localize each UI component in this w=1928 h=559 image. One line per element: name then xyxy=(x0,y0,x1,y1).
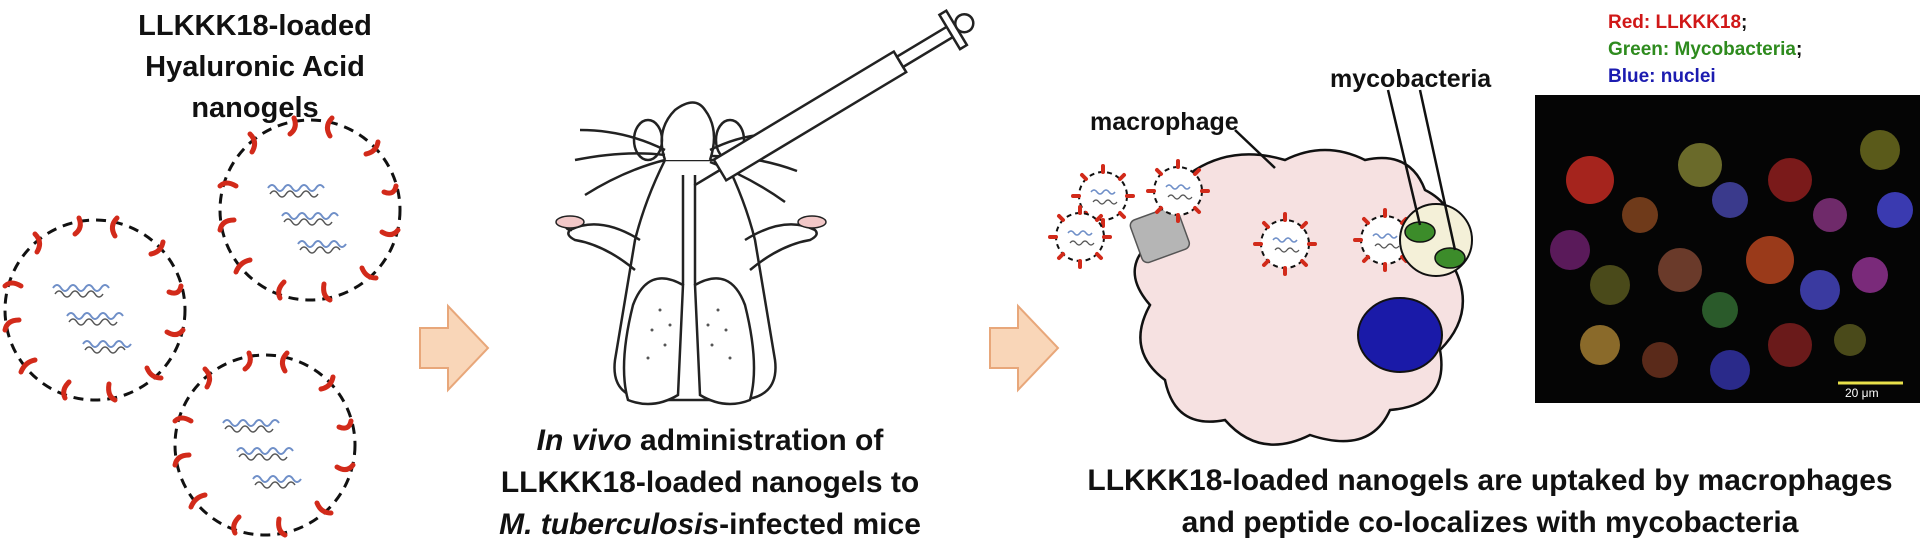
administration-caption: In vivo administration of LLKKK18-loaded… xyxy=(480,420,940,546)
mycobacterium xyxy=(1434,247,1466,269)
nanogel-title-line2: Hyaluronic Acid xyxy=(145,51,365,83)
legend-red: Red: LLKKK18; xyxy=(1608,12,1748,33)
receptor-cylinder xyxy=(1129,205,1191,264)
mouse-illustration xyxy=(564,101,818,406)
small-nanogel xyxy=(1146,159,1210,223)
scale-bar-label: 20 μm xyxy=(1845,386,1879,400)
nanogel-title-line1: LLKKK18-loaded xyxy=(138,10,372,42)
process-arrow-2 xyxy=(989,303,1060,393)
nanogel-particle xyxy=(175,353,355,535)
nanogel-particle xyxy=(5,218,185,400)
micrograph-legend: Red: LLKKK18; Green: Mycobacteria; Blue:… xyxy=(1608,9,1802,90)
nucleus xyxy=(1357,297,1443,373)
lung-dots xyxy=(646,308,732,360)
mycobacteria-leader xyxy=(1418,89,1457,251)
mouse-paw xyxy=(797,215,827,229)
label-macrophage: macrophage xyxy=(1090,108,1239,136)
uptake-caption-line2: and peptide co-localizes with mycobacter… xyxy=(1181,506,1799,539)
uptake-caption: LLKKK18-loaded nanogels are uptaked by m… xyxy=(1060,460,1920,544)
syringe-illustration xyxy=(693,8,975,187)
caption-line1: In vivo administration of xyxy=(536,424,884,457)
label-mycobacteria: mycobacteria xyxy=(1330,65,1492,93)
uptake-caption-line1: LLKKK18-loaded nanogels are uptaked by m… xyxy=(1087,464,1893,497)
micrograph-cells xyxy=(1550,130,1913,390)
macrophage-leader xyxy=(1234,129,1276,169)
small-nanogel xyxy=(1253,212,1317,276)
nanogel-title: LLKKK18-loaded Hyaluronic Acid nanogels xyxy=(110,6,400,129)
mouse-paw xyxy=(555,215,585,229)
caption-line3: M. tuberculosis-infected mice xyxy=(499,508,921,541)
process-arrow-1 xyxy=(419,303,490,393)
nanogel-title-line3: nanogels xyxy=(191,92,319,124)
nanogel-particle xyxy=(220,118,400,300)
mycobacteria-leader xyxy=(1386,89,1422,226)
caption-line2: LLKKK18-loaded nanogels to xyxy=(500,466,920,499)
legend-blue: Blue: nuclei xyxy=(1608,66,1716,87)
small-nanogel xyxy=(1048,205,1112,269)
legend-green: Green: Mycobacteria; xyxy=(1608,39,1803,60)
